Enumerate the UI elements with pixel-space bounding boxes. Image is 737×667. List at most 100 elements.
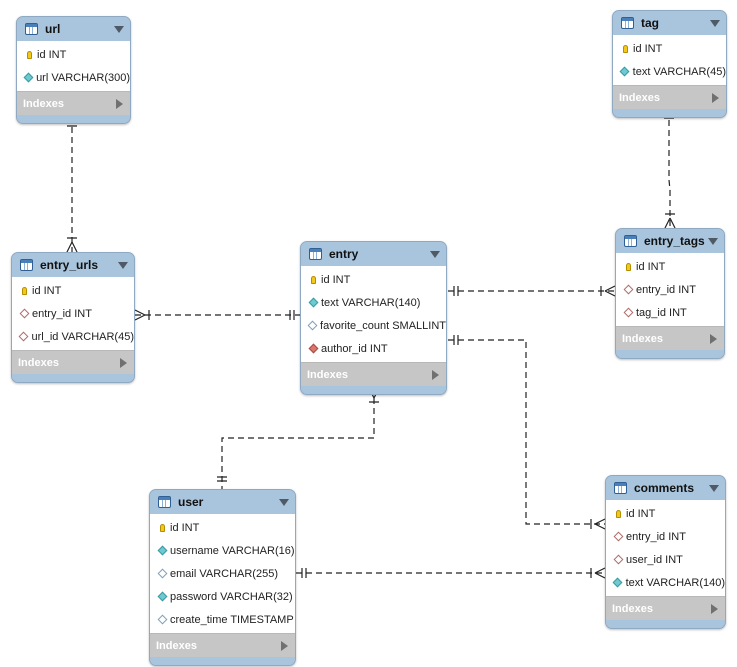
collapse-arrow-icon[interactable] [709, 485, 719, 492]
expand-arrow-icon[interactable] [432, 370, 439, 380]
column-row[interactable]: create_time TIMESTAMP [150, 608, 295, 631]
foreign-key-hollow-diamond-icon [19, 308, 29, 319]
column-cyan-diamond-icon [23, 72, 34, 83]
indexes-section[interactable]: Indexes [150, 633, 295, 657]
column-cyan-diamond-icon [612, 577, 623, 588]
column-row[interactable]: id INT [613, 37, 726, 60]
foreign-key-red-diamond-icon [308, 343, 318, 354]
column-row[interactable]: author_id INT [301, 337, 446, 360]
column-list: id INT text VARCHAR(45) [613, 35, 726, 85]
many-marker-comments-top [590, 518, 606, 530]
one-marker-user-right [301, 568, 307, 578]
foreign-key-hollow-diamond-icon [613, 554, 623, 565]
expand-arrow-icon[interactable] [116, 99, 123, 109]
table-title: entry_tags [644, 234, 705, 248]
column-row[interactable]: text VARCHAR(45) [613, 60, 726, 83]
collapse-arrow-icon[interactable] [279, 499, 289, 506]
column-label: id INT [321, 273, 351, 286]
column-label: entry_id INT [32, 307, 92, 320]
table-header[interactable]: user [150, 490, 295, 514]
expand-arrow-icon[interactable] [712, 93, 719, 103]
column-row[interactable]: email VARCHAR(255) [150, 562, 295, 585]
column-row[interactable]: url VARCHAR(300) [17, 66, 130, 89]
indexes-section[interactable]: Indexes [301, 362, 446, 386]
column-row[interactable]: id INT [606, 502, 725, 525]
table-icon [20, 259, 33, 271]
column-row[interactable]: entry_id INT [616, 278, 724, 301]
column-row[interactable]: entry_id INT [12, 302, 134, 325]
table-header[interactable]: entry_urls [12, 253, 134, 277]
indexes-section[interactable]: Indexes [616, 326, 724, 350]
column-label: id INT [170, 521, 200, 534]
collapse-arrow-icon[interactable] [114, 26, 124, 33]
collapse-arrow-icon[interactable] [708, 238, 718, 245]
column-row[interactable]: tag_id INT [616, 301, 724, 324]
column-hollow-diamond-icon [157, 568, 167, 579]
column-row[interactable]: favorite_count SMALLINT [301, 314, 446, 337]
table-header[interactable]: entry [301, 242, 446, 266]
collapse-arrow-icon[interactable] [710, 20, 720, 27]
primary-key-icon [308, 275, 318, 284]
primary-key-icon [24, 50, 34, 59]
column-row[interactable]: entry_id INT [606, 525, 725, 548]
indexes-label: Indexes [619, 91, 660, 104]
column-row[interactable]: id INT [150, 516, 295, 539]
table-user[interactable]: user id INT username VARCHAR(16) email VARC… [149, 489, 296, 666]
table-tag[interactable]: tag id INT text VARCHAR(45) Indexes [612, 10, 727, 118]
column-row[interactable]: password VARCHAR(32) [150, 585, 295, 608]
column-row[interactable]: id INT [17, 43, 130, 66]
column-row[interactable]: id INT [301, 268, 446, 291]
primary-key-icon [613, 509, 623, 518]
one-marker-entry-left [289, 310, 295, 320]
column-label: tag_id INT [636, 306, 687, 319]
table-icon [614, 482, 627, 494]
collapse-arrow-icon[interactable] [118, 262, 128, 269]
column-label: author_id INT [321, 342, 388, 355]
table-header[interactable]: entry_tags [616, 229, 724, 253]
indexes-section[interactable]: Indexes [12, 350, 134, 374]
indexes-label: Indexes [156, 639, 197, 652]
many-marker-entry-urls-top [66, 237, 78, 253]
indexes-section[interactable]: Indexes [606, 596, 725, 620]
column-label: entry_id INT [626, 530, 686, 543]
table-title: entry_urls [40, 258, 99, 272]
indexes-section[interactable]: Indexes [613, 85, 726, 109]
foreign-key-hollow-diamond-icon [18, 331, 29, 342]
one-marker-user-top [217, 476, 227, 482]
column-row[interactable]: text VARCHAR(140) [606, 571, 725, 594]
table-header[interactable]: comments [606, 476, 725, 500]
column-row[interactable]: id INT [12, 279, 134, 302]
column-label: id INT [636, 260, 666, 273]
table-footer [17, 115, 130, 123]
table-entry[interactable]: entry id INT text VARCHAR(140)favorite_cou… [300, 241, 447, 395]
column-row[interactable]: username VARCHAR(16) [150, 539, 295, 562]
rel-entry-comments-line [448, 339, 605, 525]
column-row[interactable]: id INT [616, 255, 724, 278]
column-row[interactable]: text VARCHAR(140) [301, 291, 446, 314]
indexes-section[interactable]: Indexes [17, 91, 130, 115]
expand-arrow-icon[interactable] [281, 641, 288, 651]
column-row[interactable]: user_id INT [606, 548, 725, 571]
column-label: id INT [633, 42, 663, 55]
many-marker-entry-tags-left [600, 285, 616, 297]
table-title: entry [329, 247, 359, 261]
table-header[interactable]: url [17, 17, 130, 41]
expand-arrow-icon[interactable] [711, 604, 718, 614]
column-row[interactable]: url_id VARCHAR(45) [12, 325, 134, 348]
collapse-arrow-icon[interactable] [430, 251, 440, 258]
expand-arrow-icon[interactable] [710, 334, 717, 344]
column-label: text VARCHAR(45) [632, 65, 726, 78]
column-label: email VARCHAR(255) [170, 567, 278, 580]
table-header[interactable]: tag [613, 11, 726, 35]
primary-key-icon [620, 44, 630, 53]
column-cyan-diamond-icon [157, 591, 167, 602]
column-cyan-diamond-icon [308, 297, 318, 308]
expand-arrow-icon[interactable] [120, 358, 127, 368]
